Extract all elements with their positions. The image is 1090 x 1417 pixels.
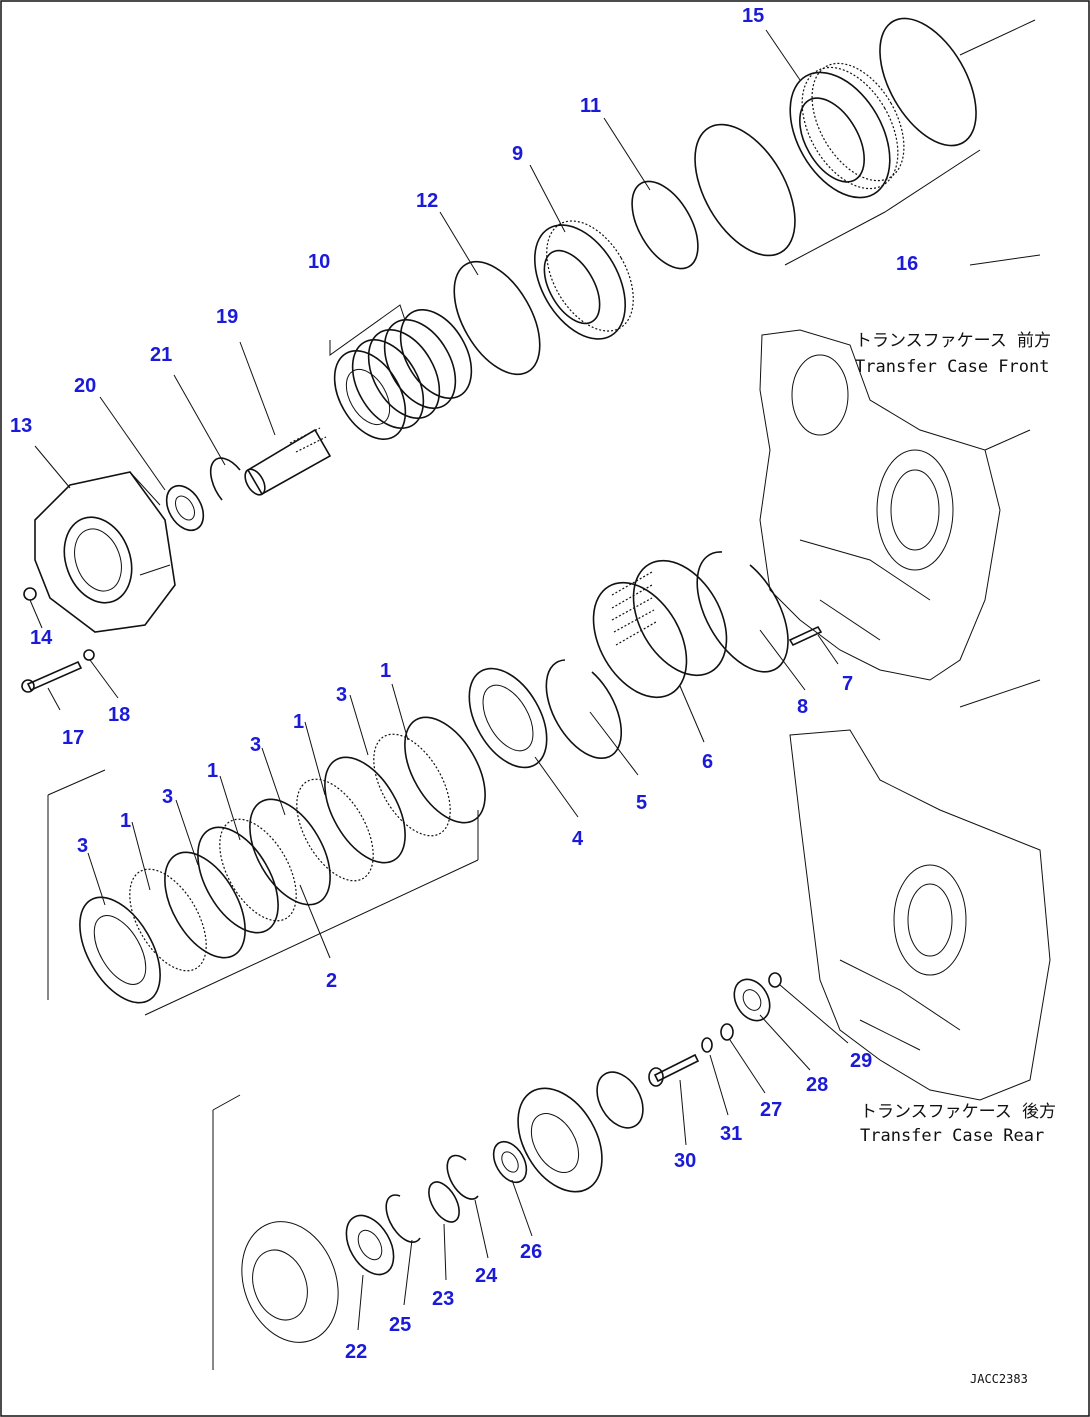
piston-15 bbox=[789, 62, 905, 199]
callout: 11 bbox=[580, 95, 601, 117]
pump-body bbox=[517, 1071, 644, 1193]
callout: 5 bbox=[636, 792, 647, 814]
bolt-17 bbox=[21, 660, 83, 693]
callout: 30 bbox=[674, 1150, 696, 1172]
snap-ring-24 bbox=[446, 1154, 479, 1200]
bolt-30 bbox=[648, 1053, 700, 1087]
callout: 3 bbox=[336, 684, 347, 706]
callout: 12 bbox=[416, 190, 438, 212]
drawing-code: JACC2383 bbox=[970, 1372, 1028, 1386]
callout: 28 bbox=[806, 1074, 828, 1096]
o-ring-12 bbox=[453, 260, 541, 376]
transfer-case-rear bbox=[789, 729, 1051, 1101]
callout: 1 bbox=[380, 660, 391, 682]
snap-ring-25 bbox=[385, 1194, 421, 1243]
callout: 22 bbox=[345, 1341, 367, 1363]
callout: 3 bbox=[162, 786, 173, 808]
callout: 2 bbox=[326, 970, 337, 992]
callout: 25 bbox=[389, 1314, 411, 1336]
washer-18 bbox=[83, 649, 95, 661]
note-rear-jp: トランスファケース 後方 bbox=[860, 1102, 1056, 1122]
callout: 7 bbox=[842, 673, 853, 695]
note-rear-en: Transfer Case Rear bbox=[860, 1126, 1044, 1146]
callout: 23 bbox=[432, 1288, 454, 1310]
callout: 3 bbox=[250, 734, 261, 756]
note-front-jp: トランスファケース 前方 bbox=[855, 331, 1051, 351]
callout: 10 bbox=[308, 251, 330, 273]
housing-13 bbox=[34, 471, 176, 633]
callout: 31 bbox=[720, 1123, 742, 1145]
cover-housing bbox=[212, 1094, 339, 1370]
callout: 17 bbox=[62, 727, 84, 749]
bolt-14 bbox=[23, 587, 37, 601]
callout: 13 bbox=[10, 415, 32, 437]
ring-27 bbox=[720, 1023, 734, 1041]
bearing-20 bbox=[165, 484, 205, 532]
callouts: 15 11 9 12 16 10 19 21 20 13 14 17 18 7 … bbox=[10, 5, 918, 1363]
callout: 16 bbox=[896, 253, 918, 275]
callout: 20 bbox=[74, 375, 96, 397]
callout: 9 bbox=[512, 143, 523, 165]
washer-31 bbox=[701, 1037, 713, 1053]
bearing-22 bbox=[345, 1214, 395, 1276]
callout: 21 bbox=[150, 344, 172, 366]
callout: 1 bbox=[207, 760, 218, 782]
shaft-19 bbox=[244, 427, 332, 496]
o-ring-11 bbox=[631, 180, 699, 270]
snap-ring-5 bbox=[545, 659, 623, 759]
drum-6 bbox=[592, 559, 728, 699]
callout: 19 bbox=[216, 306, 238, 328]
bearing-26 bbox=[492, 1140, 528, 1184]
o-ring-23 bbox=[428, 1181, 460, 1223]
callout: 1 bbox=[293, 711, 304, 733]
callout: 14 bbox=[30, 627, 53, 649]
piston-9 bbox=[533, 220, 634, 340]
clutch-pack bbox=[47, 716, 486, 1016]
callout: 24 bbox=[475, 1265, 498, 1287]
seal-ring-mid bbox=[694, 123, 796, 257]
callout: 27 bbox=[760, 1099, 782, 1121]
callout: 4 bbox=[572, 828, 584, 850]
callout: 6 bbox=[702, 751, 713, 773]
plate-4 bbox=[468, 667, 548, 769]
callout: 1 bbox=[120, 810, 131, 832]
callout: 29 bbox=[850, 1050, 872, 1072]
spring-10 bbox=[333, 309, 473, 440]
transfer-case-front bbox=[759, 329, 1031, 681]
seal-ring-large bbox=[879, 17, 977, 147]
note-front-en: Transfer Case Front bbox=[855, 357, 1049, 377]
callout: 18 bbox=[108, 704, 130, 726]
snap-ring-21 bbox=[209, 457, 241, 501]
callout: 3 bbox=[77, 835, 88, 857]
snap-ring-8 bbox=[696, 551, 789, 673]
callout: 26 bbox=[520, 1241, 542, 1263]
plug-29 bbox=[768, 972, 782, 988]
leader-lines bbox=[29, 19, 1041, 1331]
callout: 15 bbox=[742, 5, 764, 27]
callout: 8 bbox=[797, 696, 808, 718]
gear-28 bbox=[733, 978, 771, 1022]
pin-7 bbox=[788, 625, 823, 647]
